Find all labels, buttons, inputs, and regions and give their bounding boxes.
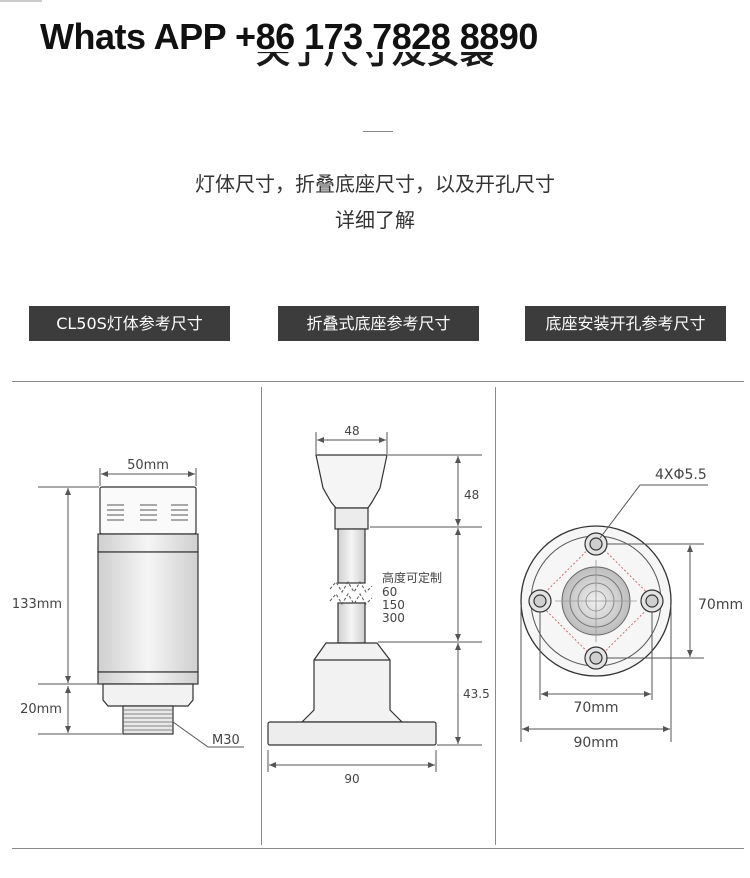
lamp-thread: [122, 705, 174, 735]
lamp-height-label: 133mm: [12, 597, 62, 612]
lamp-ring-top: [97, 533, 199, 553]
tag-bracket-dimensions: 折叠式底座参考尺寸: [278, 306, 479, 341]
mount-dashed-square: [536, 541, 656, 661]
bracket-custom-value-300: 300: [382, 611, 405, 625]
lamp-thread-label: M30: [212, 733, 240, 748]
panel-bottom-border: [12, 848, 744, 849]
intro-line-1: 灯体尺寸，折叠底座尺寸，以及开孔尺寸: [195, 172, 555, 196]
lamp-drawing: [97, 486, 199, 735]
bracket-cup: [315, 454, 388, 509]
bracket-collar: [334, 507, 369, 530]
bracket-bottom-height-label: 43.5: [463, 687, 490, 701]
mount-diameter-label: 90mm: [573, 735, 618, 751]
bracket-tube-upper: [337, 528, 366, 584]
bracket-top-height-label: 48: [464, 488, 479, 502]
mount-holes-label: 4XΦ5.5: [655, 467, 707, 483]
bracket-base-width-label: 90: [344, 772, 359, 786]
mount-vertical-label: 70mm: [698, 597, 743, 613]
tag-lamp-dimensions: CL50S灯体参考尺寸: [29, 306, 230, 341]
lamp-body: [97, 551, 199, 673]
lamp-base: [102, 683, 194, 707]
title-divider: [363, 131, 393, 132]
lamp-width-label: 50mm: [127, 458, 169, 473]
whatsapp-watermark: Whats APP +86 173 7828 8890: [40, 16, 538, 57]
lamp-dimension-lines: [38, 468, 244, 748]
bracket-housing: [300, 642, 404, 723]
tag-mount-hole-dimensions: 底座安装开孔参考尺寸: [525, 306, 726, 341]
bracket-tube-lower: [337, 602, 366, 644]
mount-dimension-lines: [520, 484, 708, 742]
section-title: 关于尺寸及安装: [256, 52, 494, 72]
mount-drawing: [520, 525, 672, 677]
bracket-top-width-label: 48: [344, 424, 359, 438]
lamp-ring-bottom: [97, 671, 199, 685]
top-edge-line: [0, 0, 42, 2]
bracket-custom-value-150: 150: [382, 598, 405, 612]
lamp-thread-lines: [123, 709, 173, 731]
panel-divider-2: [495, 387, 496, 845]
mount-horizontal-label: 70mm: [573, 700, 618, 716]
panel-divider-1: [261, 387, 262, 845]
panel-top-border: [12, 381, 744, 382]
mount-holes: [528, 532, 664, 670]
bracket-base-plate: [267, 721, 437, 746]
bracket-custom-value-60: 60: [382, 585, 397, 599]
bracket-custom-label: 高度可定制: [382, 570, 442, 585]
intro-line-2: 详细了解: [335, 208, 415, 232]
bracket-drawing: [267, 454, 437, 746]
lamp-vent-slots: [107, 504, 188, 521]
lamp-base-height-label: 20mm: [20, 702, 62, 717]
bracket-break-lines: [329, 581, 373, 605]
bracket-dimension-lines: [267, 432, 482, 772]
